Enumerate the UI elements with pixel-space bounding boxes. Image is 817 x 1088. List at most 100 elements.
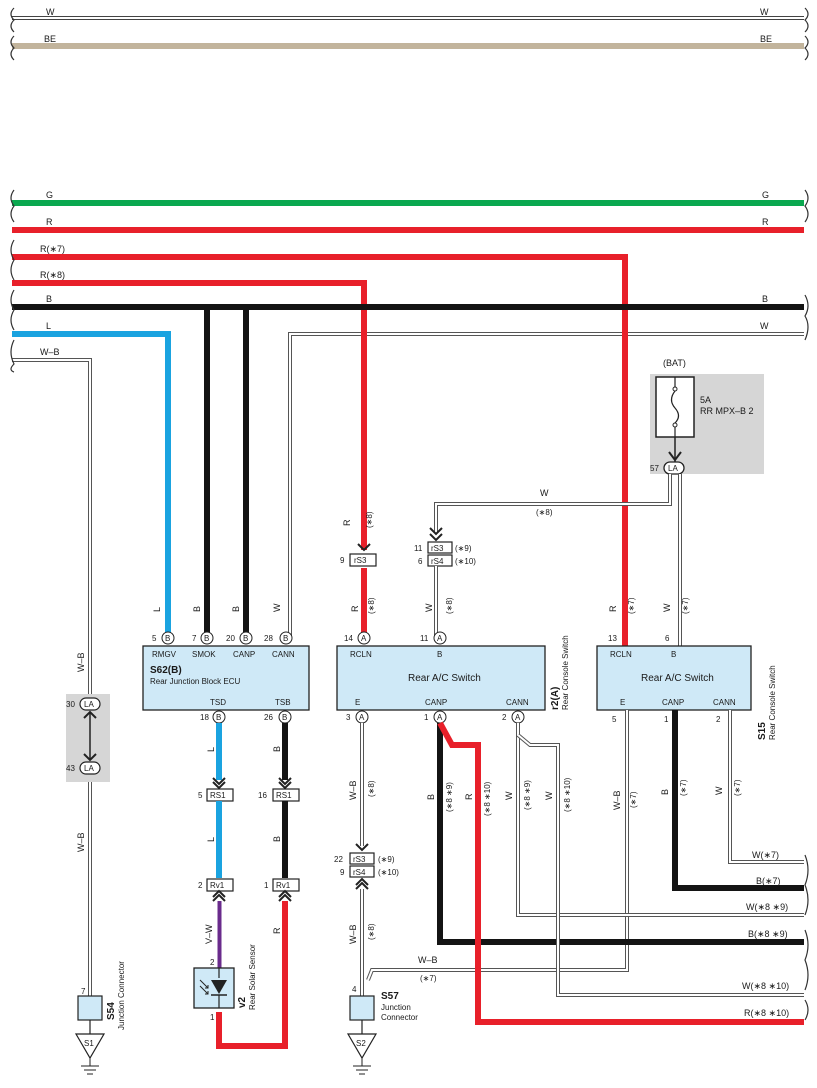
svg-text:B: B: [243, 634, 248, 643]
wire-label-wb: W–B: [40, 347, 60, 357]
continuation-marks: [10, 7, 809, 1021]
s62-pin-18: 18 B: [200, 710, 226, 724]
s54-ref: S54: [106, 1002, 117, 1020]
s15-canp-label: CANP: [662, 698, 684, 707]
s62-ref: S62(B): [150, 665, 182, 676]
ground-s2: S2: [356, 1039, 366, 1048]
r2-side-label: Rear Console Switch: [561, 635, 570, 710]
fuse-pin: 57: [650, 464, 659, 473]
svg-text:LA: LA: [84, 764, 94, 773]
rs1-l-name: RS1: [210, 791, 226, 800]
rv1-l-name: Rv1: [210, 881, 225, 890]
wire-label-w-fuse: W: [540, 488, 549, 498]
rs4-w-name: rS4: [431, 557, 444, 566]
wire-label-w-right: W: [760, 7, 769, 17]
s62-top-wire-labels: L B B W R (∗7) W (∗7): [152, 597, 690, 614]
note-s8-fuse: (∗8): [536, 508, 553, 517]
s57-pin: 4: [352, 985, 357, 994]
svg-text:B: B: [204, 634, 209, 643]
wire-label-wb-upper: W–B: [76, 652, 86, 672]
rs3-w-name: rS3: [431, 544, 444, 553]
s62-pin-20: 20 B CANP: [226, 631, 255, 659]
rv1-l-pin: 2: [198, 881, 203, 890]
svg-text:CANN: CANN: [272, 650, 295, 659]
wire-label-g-left: G: [46, 190, 53, 200]
fuse-connector: LA: [668, 464, 678, 473]
note-s8-s57: (∗8): [367, 923, 376, 940]
note-s7-s15: (∗7): [629, 791, 638, 808]
switch-s15-rear-ac: 13 6 RCLN B Rear A/C Switch E CANP CANN …: [596, 634, 777, 740]
r2-bottom-wires: W–B (∗8) rS3 rS4 22 9 (∗9) (∗10) W–B (∗8…: [334, 710, 804, 1025]
svg-text:SMOK: SMOK: [192, 650, 216, 659]
s62-wire-l: L: [152, 607, 162, 612]
rs4-e-pin: 9: [340, 868, 345, 877]
wire-label-r-rv1: R: [272, 927, 282, 934]
note-s810-r2cann: (∗8 ∗10): [563, 777, 572, 812]
rs1-l-pin: 5: [198, 791, 203, 800]
bus-labels: W W BE BE G G R R R(∗7) R(∗8) B B L W W–…: [40, 7, 772, 357]
s62-wire-b1: B: [192, 606, 202, 612]
note-s10-w: (∗10): [455, 557, 476, 566]
s15-pin-13: 13: [608, 634, 617, 643]
wire-label-r-left: R: [46, 217, 53, 227]
rs1-b-pin: 16: [258, 791, 267, 800]
ecu-s62-rear-junction-block: 5 B RMGV 7 B SMOK 20 B CANP 28 B CANN S6…: [142, 631, 310, 724]
r2-name: Rear A/C Switch: [408, 673, 481, 684]
v2-pin-1: 1: [210, 1013, 215, 1022]
fuse-output-wires: W (∗8): [434, 474, 682, 646]
connector-rs3-r: R (∗8) rS3 9 R (∗8): [340, 511, 377, 614]
wire-label-b-r2canp: B: [426, 794, 436, 800]
s57-name-2: Connector: [381, 1013, 418, 1022]
wire-label-w-s15cann: W: [714, 786, 724, 795]
s54-name: Junction Connector: [117, 961, 126, 1030]
wire-label-l: L: [46, 321, 51, 331]
note-s7-s15e: (∗7): [420, 974, 437, 983]
s57-name-1: Junction: [381, 1003, 411, 1012]
wire-label-r-right: R: [762, 217, 769, 227]
svg-text:11: 11: [420, 634, 429, 643]
s62-pin-5: 5 B RMGV: [152, 631, 177, 659]
note-s9-e: (∗9): [378, 855, 395, 864]
s15-pin-2: 2: [716, 715, 721, 724]
s15-b-label: B: [671, 650, 676, 659]
wire-label-l-s62: L: [206, 747, 216, 752]
wire-label-wb-s15: W–B: [612, 790, 622, 810]
s15-wire-r: R: [608, 605, 618, 612]
rs3-w-pin: 11: [414, 544, 423, 553]
wire-label-wb-lower: W–B: [76, 832, 86, 852]
s15-name: Rear A/C Switch: [641, 673, 714, 684]
svg-text:1: 1: [424, 713, 429, 722]
s54-pin: 7: [81, 987, 86, 996]
s15-pin-5: 5: [612, 715, 617, 724]
s15-note-s7-w: (∗7): [681, 597, 690, 614]
rs3-e-pin: 22: [334, 855, 343, 864]
svg-text:B: B: [165, 634, 170, 643]
note-s8-r2e: (∗8): [367, 780, 376, 797]
wire-label-b-s62: B: [272, 746, 282, 752]
junction-s57: 4 S2 S57 Junction Connector: [346, 985, 418, 1075]
v2-pin-2: 2: [210, 958, 215, 967]
svg-text:A: A: [361, 634, 367, 643]
wire-label-b-rs1: B: [272, 836, 282, 842]
svg-text:14: 14: [344, 634, 353, 643]
r2-pin-14: 14 A RCLN: [344, 631, 372, 659]
wire-label-be-right: BE: [760, 34, 772, 44]
s62-name: Rear Junction Block ECU: [150, 677, 240, 686]
note-s89-r2cann: (∗8 ∗9): [523, 780, 532, 810]
s15-e-label: E: [620, 698, 625, 707]
svg-text:B: B: [283, 634, 288, 643]
s15-cann-label: CANN: [713, 698, 736, 707]
note-s7-s15canp: (∗7): [679, 779, 688, 796]
r2-ref: r2(A): [550, 687, 561, 710]
svg-text:20: 20: [226, 634, 235, 643]
wire-label-be-left: BE: [44, 34, 56, 44]
svg-text:A: A: [515, 713, 521, 722]
svg-text:RMGV: RMGV: [152, 650, 177, 659]
rs4-w-pin: 6: [418, 557, 423, 566]
note-s8-rs3: (∗8): [365, 511, 374, 528]
note-s7-s15cann: (∗7): [733, 779, 742, 796]
wire-label-w-s7: W(∗7): [752, 850, 779, 860]
wire-label-w-r2cann: W: [504, 791, 514, 800]
r2-pin-1: 1 A: [424, 710, 447, 724]
fuse-rating: 5A: [700, 395, 711, 405]
